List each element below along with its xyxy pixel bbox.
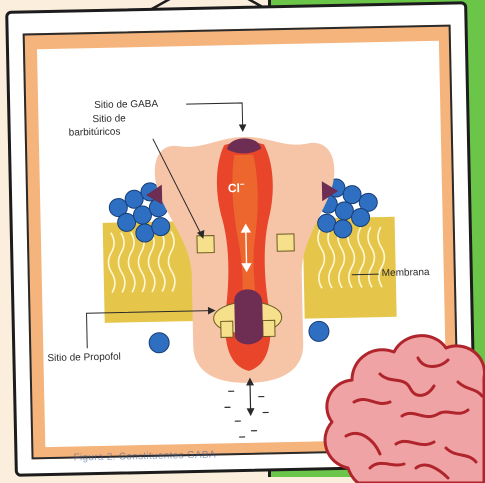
barbiturate-site-left (197, 236, 214, 253)
membrane-label: Membrana (382, 267, 430, 280)
brain-icon (318, 318, 485, 483)
propofol-site-marker (234, 289, 263, 345)
gaba-site-label: Sitio de GABA (94, 99, 158, 112)
ion-label: Cl− (228, 179, 245, 194)
exit-arrow (247, 379, 254, 415)
propofol-site-label: Sitio de Propofol (47, 352, 121, 366)
figure-caption: Figura 2. Constituentes GABA (73, 450, 216, 464)
propofol-square-right (263, 320, 275, 336)
ion-charge: − (240, 180, 245, 189)
barbiturate-site-label-line1: Sitio de (92, 113, 126, 126)
barbiturate-site-right (277, 234, 294, 251)
barbiturate-site-label-line2: barbitúricos (69, 127, 121, 140)
ion-symbol: Cl (228, 181, 240, 195)
propofol-square-left (221, 321, 233, 337)
chloride-ions-released (224, 390, 269, 437)
